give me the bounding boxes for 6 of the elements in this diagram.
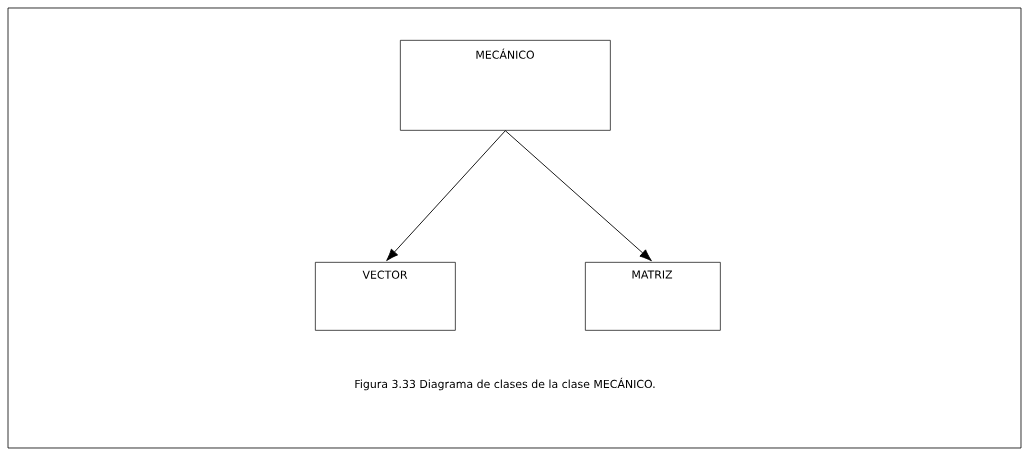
arrow xyxy=(504,130,652,262)
caption: Figura 3.33 Diagrama de clases de la clase MECÁNICO. xyxy=(355,377,655,391)
class-box: VECTOR xyxy=(315,262,456,331)
class-box: MATRIZ xyxy=(585,262,721,331)
class-box: MECÁNICO xyxy=(400,40,611,131)
arrow xyxy=(386,130,506,261)
